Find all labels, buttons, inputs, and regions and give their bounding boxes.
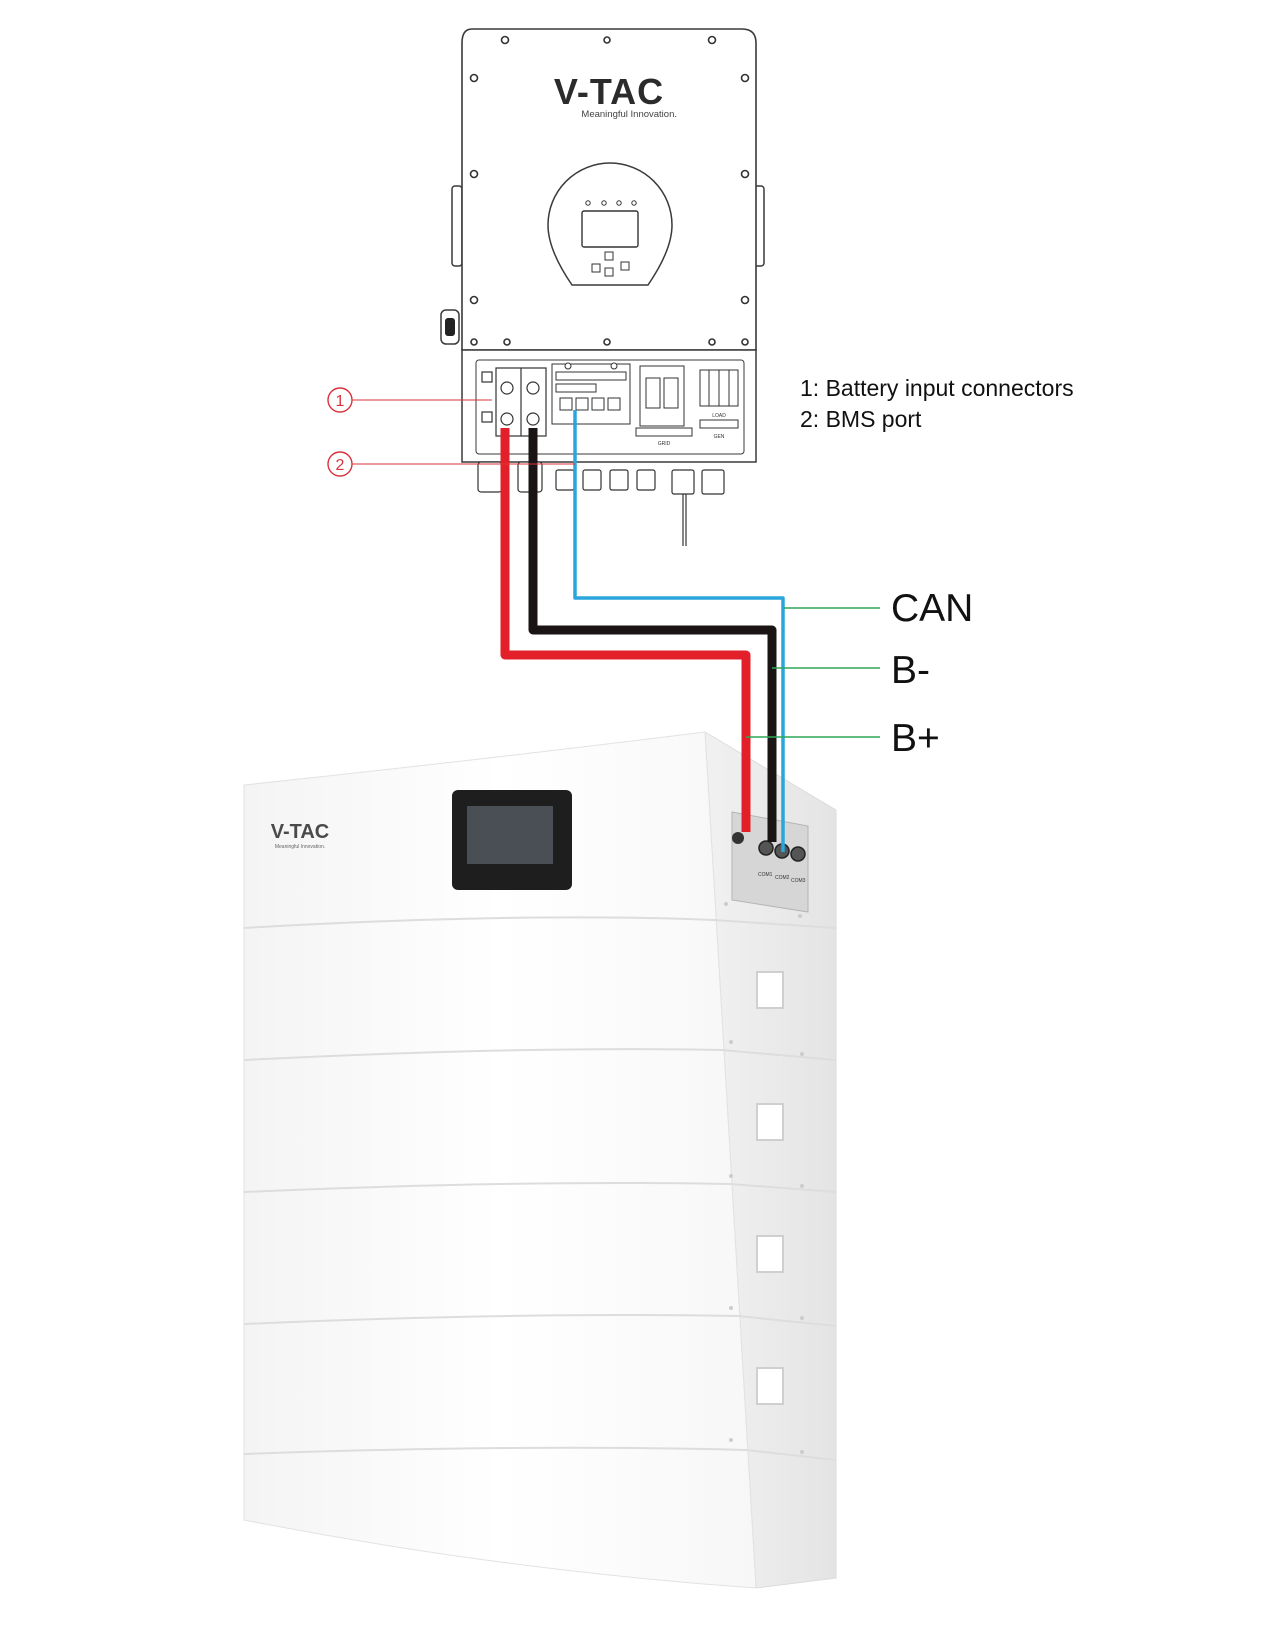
battery-brand: V-TAC <box>271 821 330 843</box>
negative-cable <box>528 428 777 842</box>
grid-label: GRID <box>658 441 671 447</box>
battery-tagline: Meaningful Innovation. <box>275 844 325 850</box>
battery-stack: V-TAC Meaningful Innovation. COM1 COM2 C… <box>243 731 837 1589</box>
port-label-com1: COM1 <box>758 872 773 878</box>
cables <box>500 410 785 852</box>
gen-label: GEN <box>714 434 725 440</box>
cable-glands <box>477 461 725 546</box>
legend-item-1: 1: Battery input connectors <box>800 375 1074 401</box>
inverter-tagline: Meaningful Innovation. <box>581 109 677 120</box>
load-gen-terminals: LOAD GEN <box>699 369 739 440</box>
legend: 1: Battery input connectors 2: BMS port <box>800 375 1074 432</box>
inverter-brand: V-TAC <box>554 71 664 112</box>
positive-cable <box>500 428 751 832</box>
inverter: V-TAC Meaningful Innovation. <box>440 28 765 546</box>
dc-switch-icon <box>440 309 460 345</box>
legend-item-2: 2: BMS port <box>800 406 922 432</box>
battery-display-screen <box>452 790 572 890</box>
module-handles <box>756 971 784 1405</box>
callout-2-number: 2 <box>336 457 345 474</box>
bms-port-block <box>551 362 631 425</box>
load-label: LOAD <box>712 413 726 419</box>
callout-2: 2 <box>327 451 575 477</box>
wire-leaders <box>746 607 880 738</box>
can-cable <box>573 410 785 852</box>
callout-1: 1 <box>327 387 492 413</box>
wire-label-can: CAN <box>891 587 973 630</box>
battery-port-panel: COM1 COM2 COM3 <box>731 811 809 913</box>
port-label-com3: COM3 <box>791 878 806 884</box>
wire-label-b-minus: B- <box>891 649 930 692</box>
port-label-com2: COM2 <box>775 875 790 881</box>
inverter-display-panel <box>547 162 673 286</box>
grid-breaker: GRID <box>635 365 693 447</box>
callout-1-number: 1 <box>336 393 345 410</box>
battery-input-terminals <box>481 367 547 437</box>
wire-label-b-plus: B+ <box>891 717 940 760</box>
